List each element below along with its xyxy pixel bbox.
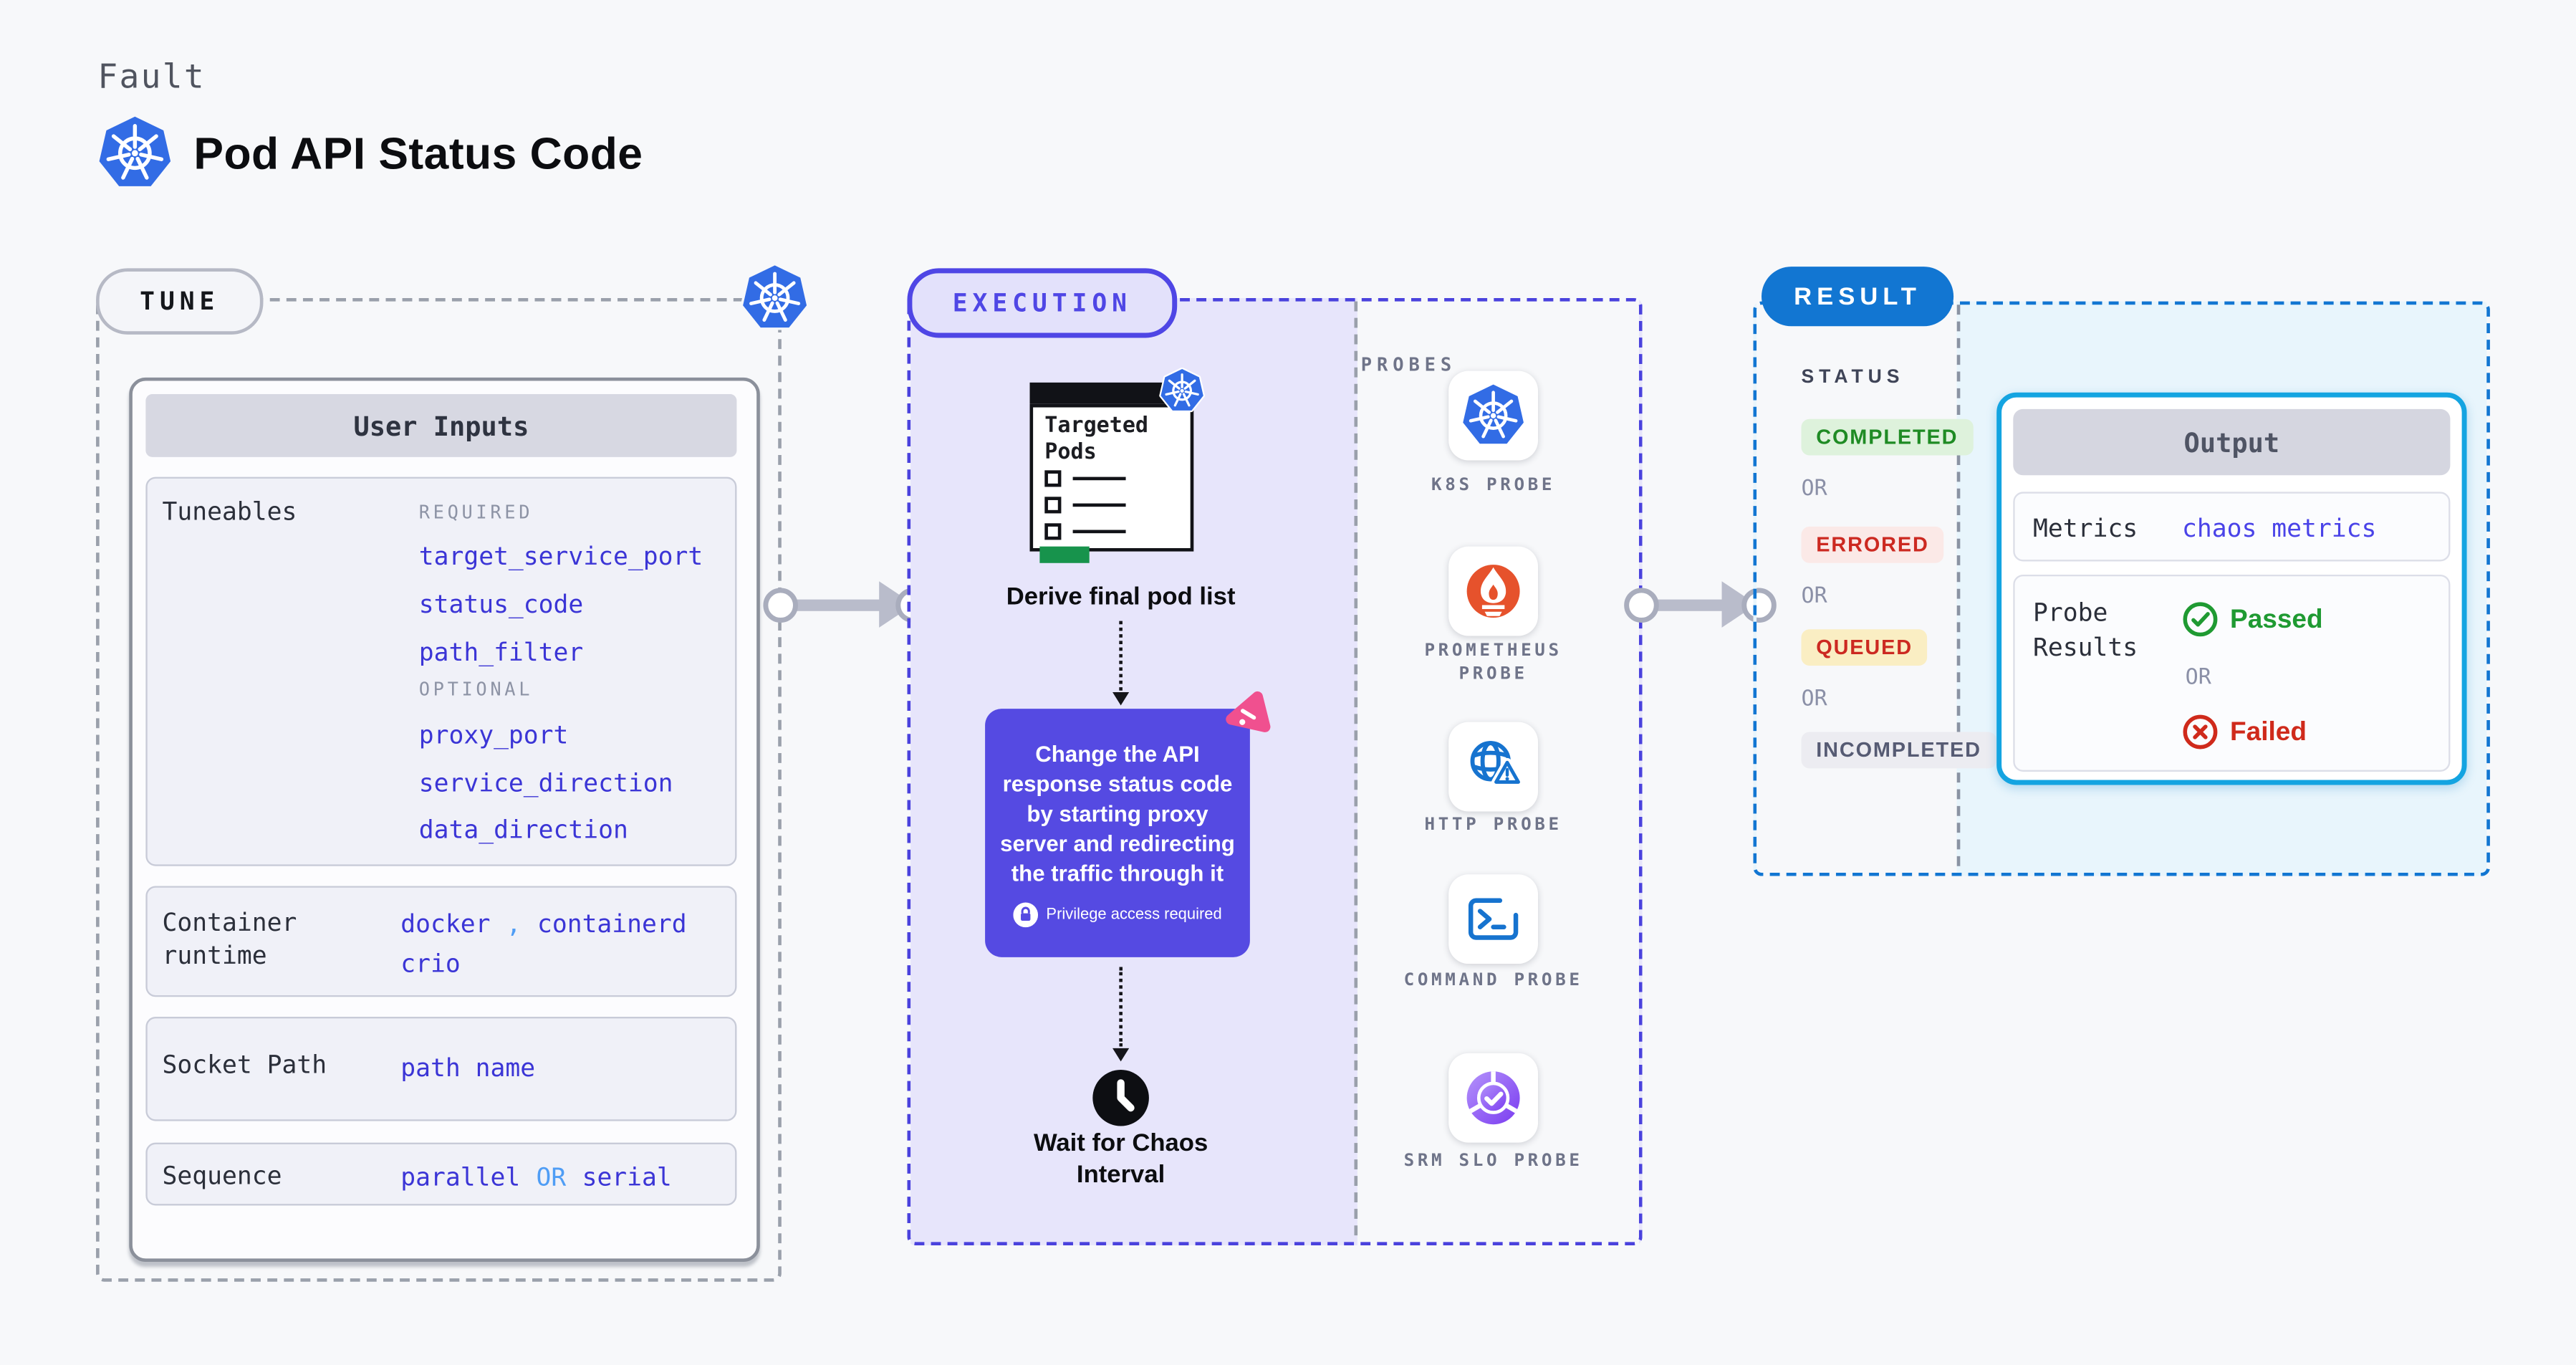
tuneable-field: target_service_port <box>418 541 703 572</box>
slo-donut-check-icon <box>1466 1071 1520 1125</box>
probe-label: K8S PROBE <box>1431 475 1556 496</box>
or-label: OR <box>1801 687 1827 712</box>
failed-x-icon <box>2183 714 2218 749</box>
tune-region <box>96 297 782 1282</box>
probes-heading: PROBES <box>1360 354 1457 376</box>
chaos-action-text: Change the API response status code by s… <box>1000 741 1235 886</box>
lock-icon <box>1013 901 1038 927</box>
kubernetes-icon <box>1159 368 1206 414</box>
probe-card-prometheus <box>1448 546 1539 636</box>
probe-card-k8s <box>1448 370 1539 461</box>
metrics-row <box>2013 492 2451 562</box>
tuneable-field: path_filter <box>418 637 584 668</box>
result-separator <box>1956 305 1961 866</box>
tuneables-label: Tuneables <box>162 497 297 527</box>
tuneable-field: status_code <box>418 589 584 620</box>
or-label: OR <box>1801 584 1827 610</box>
probe-card-http <box>1448 722 1539 812</box>
chaos-interval-clock-icon <box>1092 1069 1149 1126</box>
runtime-containerd: containerd <box>537 909 687 939</box>
kubernetes-icon <box>740 263 809 332</box>
probe-label: PROMETHEUS PROBE <box>1424 641 1562 684</box>
flow-arrow-line <box>1642 599 1729 611</box>
probe-card-command <box>1448 874 1539 964</box>
probe-card-srm-slo <box>1448 1053 1539 1143</box>
probe-results-label: Probe Results <box>2033 598 2138 663</box>
status-badge: QUEUED <box>1801 629 1928 666</box>
status-badge: INCOMPLETED <box>1801 732 1996 769</box>
chaos-action-card: Change the API response status code by s… <box>985 709 1250 957</box>
kubernetes-icon <box>96 114 174 192</box>
sequence-values: parallel OR serial <box>400 1161 672 1192</box>
pod-list-item <box>1044 470 1126 487</box>
failed-label: Failed <box>2230 719 2307 747</box>
probe-label: COMMAND PROBE <box>1403 970 1583 991</box>
sequence-or: OR <box>536 1162 567 1192</box>
probes-separator <box>1354 301 1358 1236</box>
tuneable-field: service_direction <box>418 768 673 798</box>
tuneable-field: proxy_port <box>418 720 569 750</box>
pod-list-item <box>1044 523 1126 540</box>
or-label: OR <box>2185 666 2211 691</box>
result-pill: RESULT <box>1762 267 1954 327</box>
pod-list-progress-bar <box>1039 546 1090 563</box>
status-heading: STATUS <box>1801 368 1905 388</box>
page-title: Pod API Status Code <box>193 129 643 179</box>
tuneables-box <box>145 476 737 866</box>
flow-arrow-start-dot <box>763 588 798 623</box>
socket-path-box <box>145 1017 737 1121</box>
tune-pill-label: TUNE <box>140 286 220 317</box>
sequence-serial: serial <box>582 1162 672 1192</box>
prometheus-icon <box>1466 565 1520 618</box>
wait-chaos-interval-label: Wait for Chaos Interval <box>1033 1129 1208 1189</box>
privilege-note: Privilege access required <box>1046 905 1222 924</box>
sequence-parallel: parallel <box>400 1162 521 1192</box>
execution-pill: EXECUTION <box>907 268 1178 338</box>
status-badge: COMPLETED <box>1801 418 1974 456</box>
globe-warning-icon <box>1470 741 1523 787</box>
runtime-docker: docker <box>400 909 491 939</box>
sequence-box <box>145 1142 737 1206</box>
privilege-row: Privilege access required <box>1013 901 1222 927</box>
passed-check-icon <box>2183 602 2218 637</box>
optional-heading: OPTIONAL <box>418 679 534 701</box>
kubernetes-icon <box>1460 383 1526 449</box>
output-header: Output <box>2013 408 2451 476</box>
down-arrow-connector <box>1119 967 1123 1047</box>
container-runtime-label: Container runtime <box>162 907 297 971</box>
sequence-label: Sequence <box>162 1161 282 1191</box>
flow-arrow-start-dot <box>1624 588 1659 623</box>
terminal-icon <box>1468 898 1519 940</box>
or-label: OR <box>1801 476 1827 502</box>
probe-results-row <box>2013 574 2451 772</box>
probe-label: HTTP PROBE <box>1424 815 1562 835</box>
down-arrow-head <box>1112 1048 1130 1062</box>
tuneable-field: data_direction <box>418 815 628 845</box>
down-arrow-head <box>1112 692 1130 706</box>
down-arrow-connector <box>1119 621 1123 691</box>
result-pill-label: RESULT <box>1794 282 1921 311</box>
chaos-pink-icon <box>1226 691 1271 732</box>
flow-arrow-line <box>781 599 885 611</box>
execution-pill-label: EXECUTION <box>952 288 1132 318</box>
runtime-separator: , <box>506 909 522 939</box>
pod-list-item <box>1044 497 1126 514</box>
socket-path-value: path name <box>400 1053 536 1083</box>
metrics-label: Metrics <box>2033 513 2138 544</box>
socket-path-label: Socket Path <box>162 1050 327 1080</box>
runtime-crio: crio <box>400 949 461 979</box>
required-heading: REQUIRED <box>418 502 534 524</box>
user-inputs-header: User Inputs <box>145 394 737 457</box>
probe-label: SRM SLO PROBE <box>1403 1151 1583 1171</box>
container-runtime-box <box>145 886 737 997</box>
tune-pill: TUNE <box>96 268 264 335</box>
status-badge: ERRORED <box>1801 526 1944 563</box>
targeted-pods-label: Targeted Pods <box>1044 413 1149 466</box>
metrics-value: chaos metrics <box>2182 513 2377 544</box>
container-runtime-values: docker , containerd <box>400 907 686 939</box>
passed-label: Passed <box>2230 605 2323 635</box>
fault-kicker: Fault <box>97 56 206 97</box>
derive-pod-list-label: Derive final pod list <box>1006 583 1236 611</box>
